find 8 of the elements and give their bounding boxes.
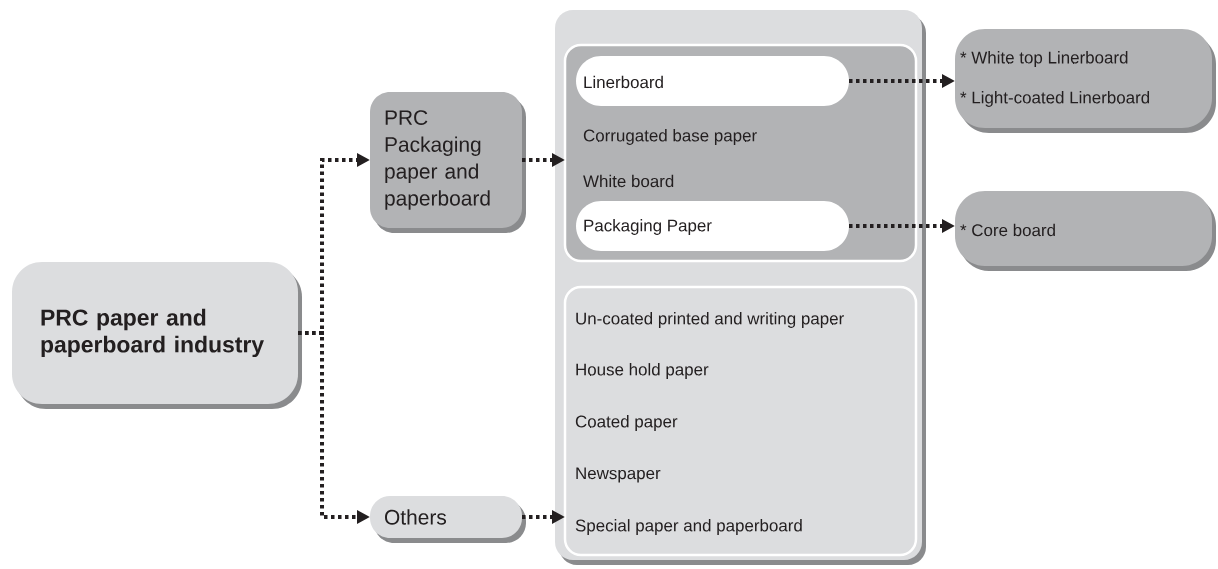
- category-box: PRC paper and paperboard industry: [12, 262, 302, 409]
- category-box: PRC Packaging paper and paperboard: [370, 92, 526, 233]
- category-box: Others: [370, 496, 526, 543]
- product-pill: * White top Linerboard * Light-coated Linerboard: [955, 29, 1216, 133]
- category-panel: Un-coated printed and writing paper House hold paper Coated paper Newspaper Special paper and paperboard: [563, 285, 918, 557]
- product-pill: Packaging Paper: [576, 201, 849, 251]
- product-pill: Linerboard: [576, 56, 849, 106]
- product-pill: * Core board: [955, 191, 1216, 271]
